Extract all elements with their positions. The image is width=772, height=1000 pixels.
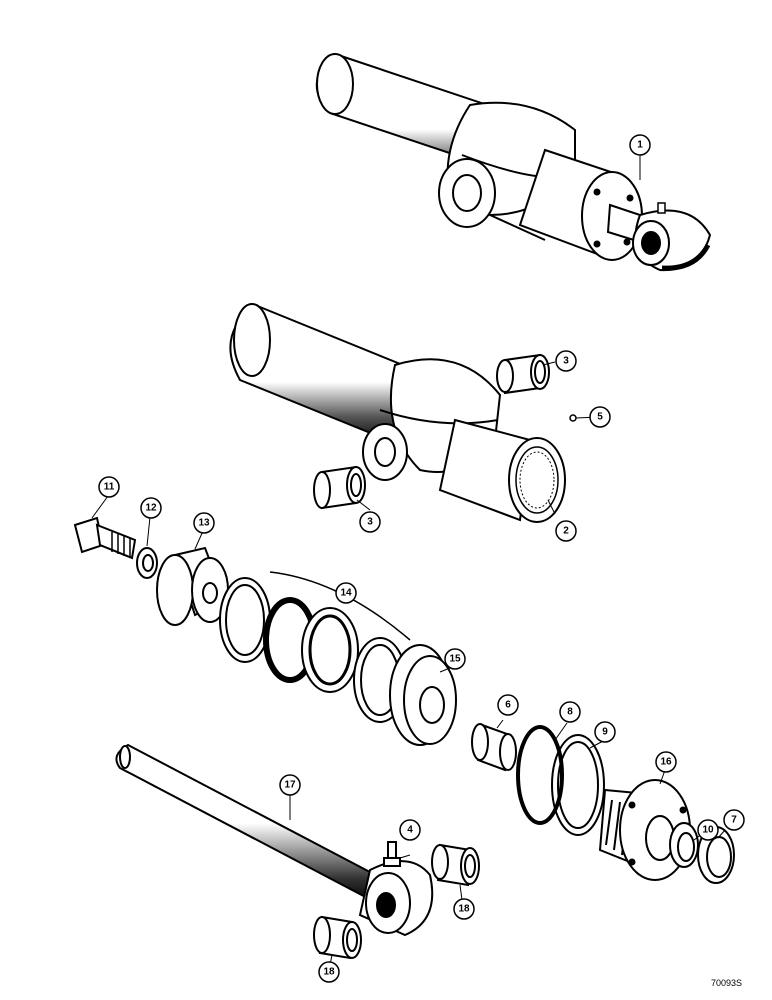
svg-text:15: 15 xyxy=(449,654,461,665)
svg-text:11: 11 xyxy=(104,482,115,493)
bushing-part-18-left xyxy=(313,915,362,960)
callout-11: 11 xyxy=(98,476,120,498)
callout-13: 13 xyxy=(193,512,215,534)
bushing-part-18-right xyxy=(431,843,480,887)
seal-kit-part-14 xyxy=(219,571,411,723)
bushing-part-3-upper xyxy=(496,353,550,395)
drawing-number: 70093S xyxy=(711,978,742,988)
callout-16: 16 xyxy=(655,751,677,773)
leader-lines xyxy=(91,155,726,966)
callouts: 1 2 3 3 4 5 6 7 8 9 10 11 12 13 14 15 16… xyxy=(98,134,745,983)
callout-2: 2 xyxy=(555,520,577,542)
svg-text:7: 7 xyxy=(731,815,737,826)
svg-text:4: 4 xyxy=(407,825,413,836)
callout-12: 12 xyxy=(140,497,162,519)
callout-10: 10 xyxy=(697,819,719,841)
callout-5: 5 xyxy=(589,406,611,428)
bushing-part-6 xyxy=(471,723,517,772)
callout-15: 15 xyxy=(444,648,466,670)
svg-text:1: 1 xyxy=(637,140,643,151)
svg-text:3: 3 xyxy=(563,356,569,367)
bushing-part-3-lower xyxy=(313,465,366,510)
bolt-part-11 xyxy=(73,516,137,560)
backup-ring-part-9 xyxy=(551,734,605,836)
grease-fitting-part-5 xyxy=(569,414,577,422)
assembled-cylinder xyxy=(315,53,712,272)
svg-text:6: 6 xyxy=(505,700,511,711)
washer-part-12 xyxy=(136,547,158,579)
callout-7: 7 xyxy=(723,809,745,831)
svg-text:16: 16 xyxy=(660,757,672,768)
svg-text:18: 18 xyxy=(458,904,470,915)
callout-17: 17 xyxy=(279,774,301,796)
svg-text:3: 3 xyxy=(367,517,373,528)
svg-text:10: 10 xyxy=(702,825,714,836)
piston-part-15 xyxy=(389,644,457,746)
svg-text:5: 5 xyxy=(597,412,603,423)
callout-8: 8 xyxy=(559,701,581,723)
callout-4: 4 xyxy=(399,819,421,841)
svg-text:2: 2 xyxy=(563,526,569,537)
callout-18: 18 xyxy=(318,961,340,983)
callout-3: 3 xyxy=(555,350,577,372)
cylinder-tube-part-2 xyxy=(229,303,566,523)
svg-text:14: 14 xyxy=(340,588,352,599)
o-ring-part-8 xyxy=(516,725,564,825)
svg-text:12: 12 xyxy=(145,503,157,514)
callout-18: 18 xyxy=(453,898,475,920)
callout-3: 3 xyxy=(359,511,381,533)
callout-6: 6 xyxy=(497,694,519,716)
callout-9: 9 xyxy=(594,721,616,743)
svg-text:8: 8 xyxy=(567,707,573,718)
piston-part-13 xyxy=(156,546,229,626)
gland-part-16 xyxy=(598,779,691,881)
callout-1: 1 xyxy=(629,134,651,156)
svg-text:9: 9 xyxy=(602,727,608,738)
piston-rod-part-17 xyxy=(115,743,434,937)
wiper-part-10 xyxy=(669,822,699,868)
svg-text:13: 13 xyxy=(198,518,210,529)
svg-text:17: 17 xyxy=(284,780,296,791)
callout-14: 14 xyxy=(335,582,357,604)
svg-text:18: 18 xyxy=(323,967,335,978)
